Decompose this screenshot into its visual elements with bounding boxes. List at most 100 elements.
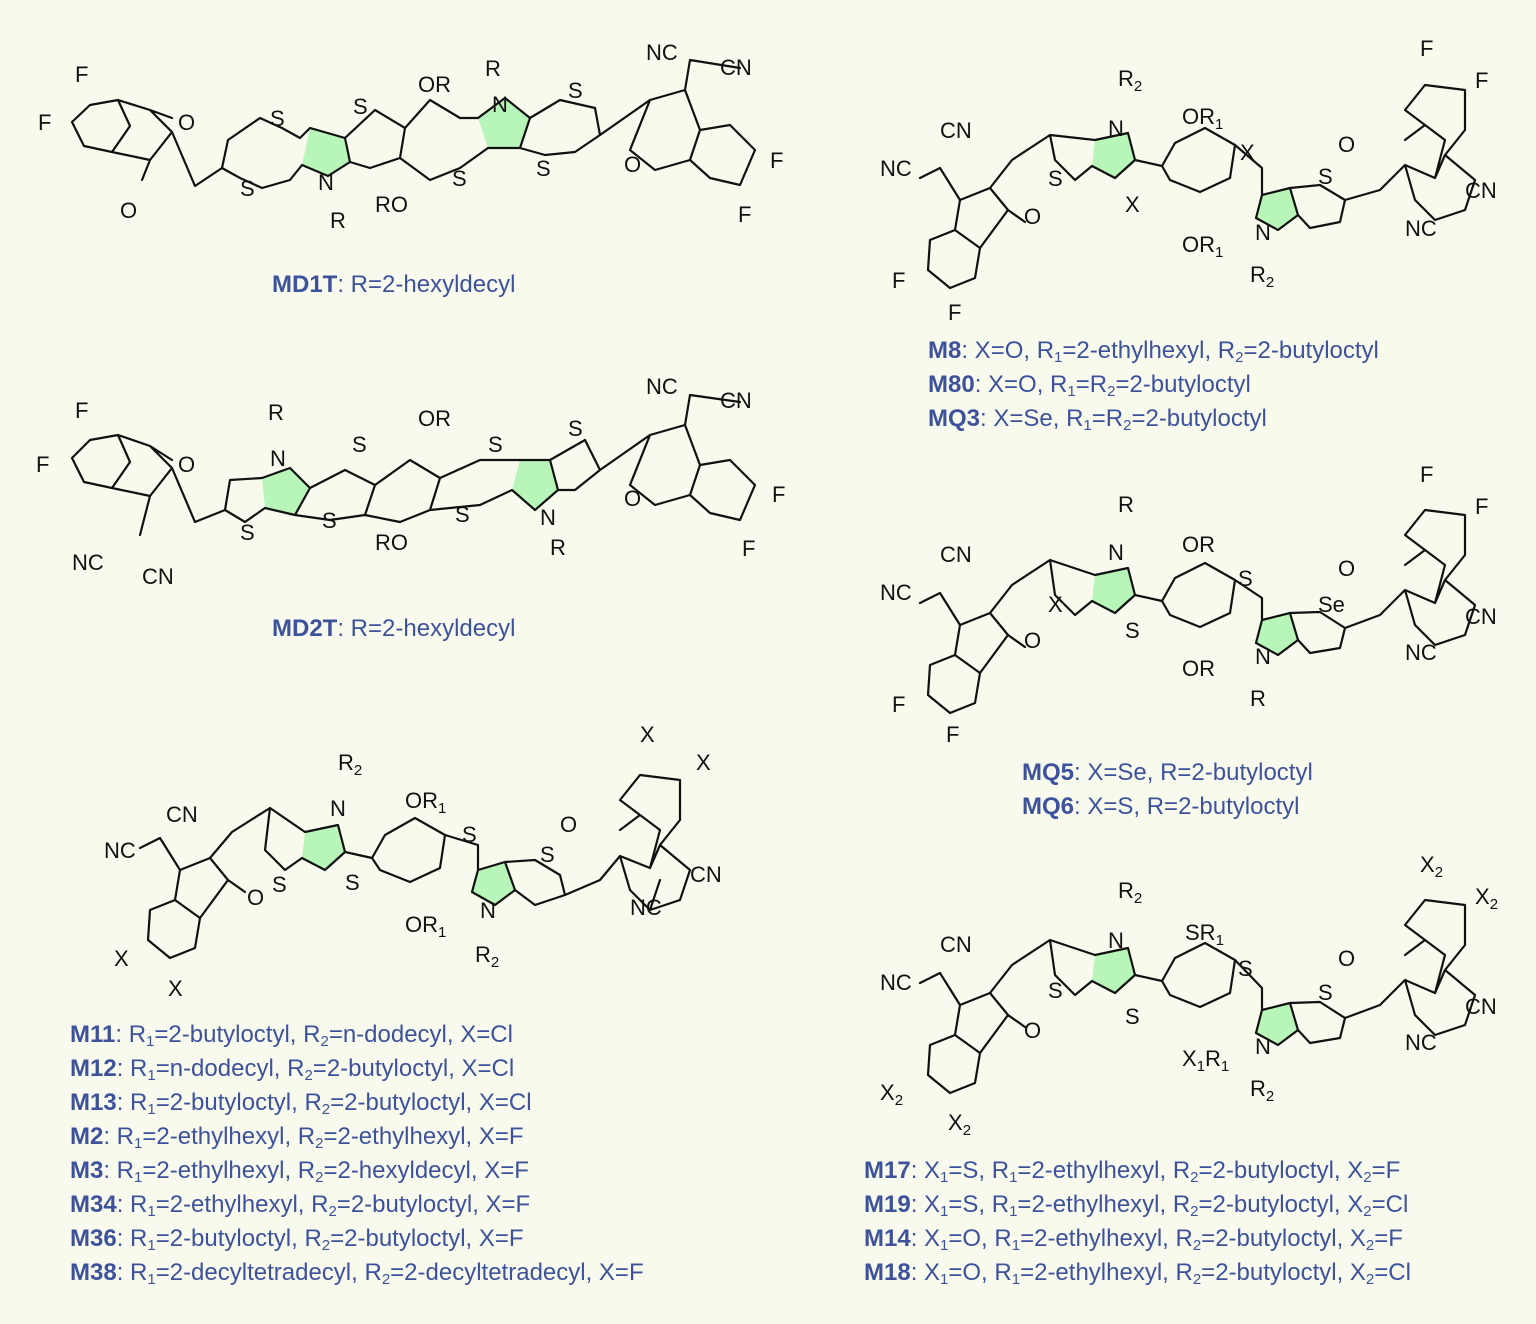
svg-text:F: F — [1475, 494, 1488, 519]
svg-text:N: N — [330, 796, 346, 821]
svg-text:F: F — [1420, 36, 1433, 61]
svg-text:S: S — [240, 520, 255, 545]
caption-m80: M80: X=O, R1=R2=2-butyloctyl — [928, 371, 1251, 400]
svg-text:F: F — [75, 62, 88, 87]
svg-text:N: N — [1108, 540, 1124, 565]
svg-text:F: F — [948, 300, 961, 325]
caption-mq6: MQ6: X=S, R=2-butyloctyl — [1022, 793, 1300, 820]
svg-text:X: X — [1048, 592, 1063, 617]
caption-m12: M12: R1=n-dodecyl, R2=2-butyloctyl, X=Cl — [70, 1055, 515, 1084]
svg-text:OR: OR — [1182, 656, 1215, 681]
svg-text:X: X — [1125, 192, 1140, 217]
svg-text:CN: CN — [720, 388, 752, 413]
svg-text:F: F — [742, 536, 755, 561]
svg-text:CN: CN — [1465, 994, 1497, 1019]
svg-text:NC: NC — [646, 374, 678, 399]
caption-m11: M11: R1=2-butyloctyl, R2=n-dodecyl, X=Cl — [70, 1021, 513, 1050]
svg-text:CN: CN — [940, 118, 972, 143]
svg-text:X: X — [1240, 140, 1255, 165]
svg-text:O: O — [1338, 556, 1355, 581]
svg-text:O: O — [1338, 132, 1355, 157]
svg-text:R2: R2 — [338, 750, 362, 779]
svg-text:O: O — [1024, 1018, 1041, 1043]
svg-text:F: F — [1420, 462, 1433, 487]
svg-text:R: R — [485, 56, 501, 81]
svg-text:O: O — [1024, 628, 1041, 653]
svg-text:F: F — [75, 398, 88, 423]
svg-text:NC: NC — [1405, 1030, 1437, 1055]
caption-m13: M13: R1=2-butyloctyl, R2=2-butyloctyl, X… — [70, 1089, 532, 1118]
svg-text:R: R — [1250, 686, 1266, 711]
svg-text:S: S — [1048, 978, 1063, 1003]
svg-text:F: F — [770, 148, 783, 173]
svg-text:X: X — [696, 750, 711, 775]
svg-text:NC: NC — [880, 156, 912, 181]
svg-text:S: S — [1125, 618, 1140, 643]
svg-text:X: X — [114, 946, 129, 971]
svg-text:RO: RO — [375, 530, 408, 555]
svg-text:N: N — [1255, 644, 1271, 669]
caption-list-m17: M17: X1=S, R1=2-ethylhexyl, R2=2-butyloc… — [864, 1154, 1411, 1290]
svg-text:S: S — [462, 822, 477, 847]
svg-text:OR1: OR1 — [405, 912, 446, 941]
svg-text:S: S — [540, 842, 555, 867]
svg-text:RO: RO — [375, 192, 408, 217]
caption-m2: M2: R1=2-ethylhexyl, R2=2-ethylhexyl, X=… — [70, 1123, 524, 1152]
svg-text:S: S — [352, 432, 367, 457]
svg-text:R2: R2 — [1118, 878, 1142, 907]
caption-m8: M8: X=O, R1=2-ethylhexyl, R2=2-butylocty… — [928, 337, 1379, 366]
svg-text:X2: X2 — [948, 1110, 971, 1139]
svg-text:NC: NC — [104, 838, 136, 863]
svg-text:S: S — [455, 502, 470, 527]
svg-text:R: R — [1118, 492, 1134, 517]
svg-text:O: O — [120, 198, 137, 223]
svg-text:S: S — [353, 94, 368, 119]
svg-text:S: S — [1125, 1004, 1140, 1029]
svg-text:O: O — [624, 486, 641, 511]
svg-text:O: O — [560, 812, 577, 837]
svg-text:N: N — [1255, 1034, 1271, 1059]
svg-text:NC: NC — [72, 550, 104, 575]
svg-text:CN: CN — [940, 932, 972, 957]
caption-m18: M18: X1=O, R1=2-ethylhexyl, R2=2-butyloc… — [864, 1259, 1411, 1288]
svg-text:O: O — [1024, 204, 1041, 229]
svg-text:S: S — [1238, 956, 1253, 981]
caption-m36: M36: R1=2-butyloctyl, R2=2-butyloctyl, X… — [70, 1225, 524, 1254]
svg-text:F: F — [892, 692, 905, 717]
caption-m17: M17: X1=S, R1=2-ethylhexyl, R2=2-butyloc… — [864, 1157, 1401, 1186]
svg-text:N: N — [480, 898, 496, 923]
svg-text:N: N — [1108, 928, 1124, 953]
svg-text:R2: R2 — [1250, 1076, 1274, 1105]
svg-text:R2: R2 — [1250, 262, 1274, 291]
svg-text:F: F — [1475, 68, 1488, 93]
svg-text:O: O — [1338, 946, 1355, 971]
caption-list-mq5: MQ5: X=Se, R=2-butyloctyl MQ6: X=S, R=2-… — [1022, 756, 1313, 824]
svg-text:X: X — [168, 976, 183, 1001]
svg-text:F: F — [36, 452, 49, 477]
svg-text:S: S — [568, 416, 583, 441]
svg-text:NC: NC — [880, 970, 912, 995]
svg-text:O: O — [624, 152, 641, 177]
svg-text:F: F — [738, 202, 751, 227]
caption-md2t: MD2T: R=2-hexyldecyl — [272, 615, 516, 642]
caption-list-m8: M8: X=O, R1=2-ethylhexyl, R2=2-butylocty… — [928, 334, 1379, 436]
svg-text:OR: OR — [418, 406, 451, 431]
svg-text:OR1: OR1 — [1182, 104, 1223, 133]
svg-text:CN: CN — [1465, 604, 1497, 629]
svg-text:R2: R2 — [475, 942, 499, 971]
svg-text:S: S — [452, 166, 467, 191]
caption-list-m11: M11: R1=2-butyloctyl, R2=n-dodecyl, X=Cl… — [70, 1018, 644, 1290]
svg-text:N: N — [270, 446, 286, 471]
svg-text:S: S — [345, 870, 360, 895]
svg-text:S: S — [568, 78, 583, 103]
svg-text:X2: X2 — [880, 1080, 903, 1109]
svg-text:R: R — [550, 535, 566, 560]
svg-text:NC: NC — [1405, 640, 1437, 665]
svg-text:X: X — [640, 722, 655, 747]
